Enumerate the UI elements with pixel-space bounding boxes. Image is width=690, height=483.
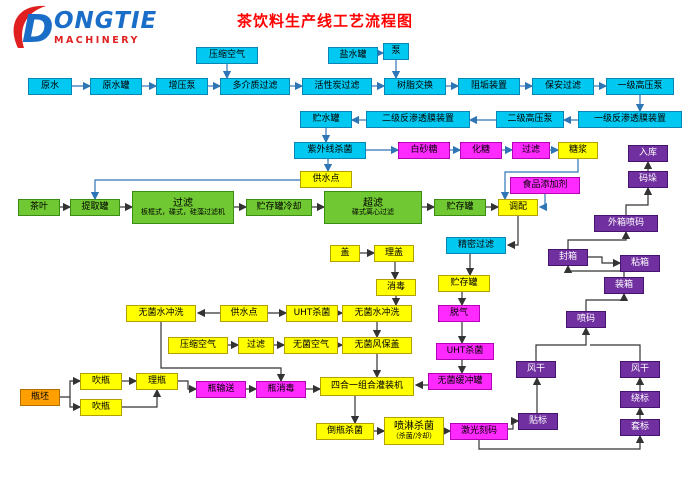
node-filter-main-label: 过滤 (173, 197, 193, 209)
node-warehouse: 入库 (628, 145, 668, 162)
node-carton-coding: 外箱喷码 (594, 215, 658, 232)
node-food-additive: 食品添加剂 (510, 177, 580, 194)
node-cap-sorting: 理盖 (374, 245, 414, 262)
node-degassing: 脱气 (438, 305, 480, 322)
node-bottle-conveying: 瓶输送 (196, 381, 246, 398)
node-resin-exchange: 树脂交换 (384, 78, 446, 95)
node-spray-sterilize: 喷淋杀菌 （杀菌/冷却） (384, 417, 444, 445)
svg-text:D: D (22, 7, 54, 51)
node-air-filter: 过滤 (238, 337, 274, 354)
node-water-supply-point-2: 供水点 (220, 305, 268, 322)
node-filter-main-sub: 板框式，碟式，硅藻过滤机 (141, 208, 225, 217)
node-sterile-air: 无菌空气 (284, 337, 338, 354)
node-white-sugar: 白砂糖 (398, 142, 450, 159)
node-carbon-filter: 活性炭过滤 (302, 78, 372, 95)
node-booster-pump: 增压泵 (156, 78, 208, 95)
node-storage-tank-green: 贮存罐 (434, 199, 486, 216)
node-spray-sterilize-label: 喷淋杀菌 (394, 421, 434, 433)
node-sterile-water-rinse-right: 无菌水冲洗 (342, 305, 412, 322)
node-compressed-air-top: 压缩空气 (196, 47, 258, 64)
node-antiscale-device: 阻垢装置 (458, 78, 520, 95)
node-disinfection: 消毒 (376, 279, 416, 296)
node-invert-sterilize: 倒瓶杀菌 (316, 423, 374, 440)
node-filler-4in1: 四合一组合灌装机 (320, 377, 414, 396)
node-compressed-air-2: 压缩空气 (168, 337, 228, 354)
node-pump: 泵 (383, 43, 409, 60)
node-sterile-water-rinse-left: 无菌水冲洗 (126, 305, 196, 322)
node-extraction-tank: 提取罐 (70, 199, 120, 216)
node-cartoning: 装箱 (604, 277, 644, 294)
node-ro-stage-1: 一级反渗透膜装置 (578, 111, 682, 128)
node-spray-sterilize-sub: （杀菌/冷却） (391, 431, 437, 440)
node-tea-leaves: 茶叶 (18, 199, 60, 216)
node-carton-gluing: 粘箱 (620, 255, 660, 272)
node-carton-sealing: 封箱 (548, 249, 588, 266)
node-blow-molding-2: 吹瓶 (80, 399, 122, 416)
node-bottle-preform: 瓶坯 (20, 389, 60, 406)
node-uv-sterilizer: 紫外线杀菌 (294, 142, 366, 159)
logo: D ONGTIE MACHINERY (6, 2, 157, 54)
node-salt-tank: 盐水罐 (328, 47, 378, 64)
node-ultrafiltration-label: 超滤 (363, 197, 383, 209)
node-cap: 盖 (330, 245, 360, 262)
node-blow-molding-1: 吹瓶 (80, 373, 122, 390)
node-ultrafiltration: 超滤 碟式离心过滤 (324, 191, 422, 224)
node-air-dry-right: 风干 (620, 361, 660, 378)
node-ro-stage-2: 二级反渗透膜装置 (366, 111, 470, 128)
node-sugar-filter: 过滤 (512, 142, 550, 159)
node-air-dry-left: 风干 (516, 361, 556, 378)
node-labeling-wrap: 绕标 (620, 391, 660, 408)
node-raw-water: 原水 (28, 78, 72, 95)
node-bottle-sorting: 理瓶 (136, 373, 178, 390)
node-filter-main: 过滤 板框式，碟式，硅藻过滤机 (132, 191, 234, 224)
node-blending: 调配 (498, 199, 538, 216)
node-uht-sterilizer-2: UHT杀菌 (436, 343, 494, 360)
node-uht-sterilizer-1: UHT杀菌 (286, 305, 338, 322)
page-title: 茶饮料生产线工艺流程图 (237, 12, 414, 30)
node-bottle-disinfection: 瓶消毒 (256, 381, 306, 398)
logo-tagline: MACHINERY (54, 35, 140, 46)
node-laser-coding: 激光刻码 (450, 423, 508, 440)
node-raw-water-tank: 原水罐 (90, 78, 142, 95)
logo-text: ONGTIE MACHINERY (54, 8, 158, 47)
node-bottle-coding: 喷码 (566, 311, 606, 328)
node-multimedia-filter: 多介质过滤 (220, 78, 290, 95)
node-precision-filter: 精密过滤 (446, 237, 506, 254)
node-storage-tank-yellow: 贮存罐 (438, 275, 490, 292)
node-sterile-air-cap: 无菌风保盖 (342, 337, 412, 354)
node-sterile-buffer-tank: 无菌缓冲罐 (428, 373, 492, 390)
node-water-supply-point-1: 供水点 (300, 171, 352, 188)
node-labeling-stick: 贴标 (518, 413, 558, 430)
node-security-filter: 保安过滤 (532, 78, 594, 95)
node-sugar-melting: 化糖 (460, 142, 502, 159)
logo-d-icon: D (13, 5, 54, 51)
node-labeling-sleeve: 套标 (620, 419, 660, 436)
node-storage-tank-cooling: 贮存罐冷却 (246, 199, 312, 216)
node-hp-pump-2: 二级高压泵 (496, 111, 564, 128)
logo-brand: ONGTIE (54, 8, 158, 34)
node-syrup: 糖浆 (558, 142, 598, 159)
node-hp-pump-1: 一级高压泵 (606, 78, 674, 95)
node-palletizing: 码垛 (628, 171, 668, 188)
node-ultrafiltration-sub: 碟式离心过滤 (352, 208, 394, 217)
node-water-storage-tank: 贮水罐 (300, 111, 352, 128)
